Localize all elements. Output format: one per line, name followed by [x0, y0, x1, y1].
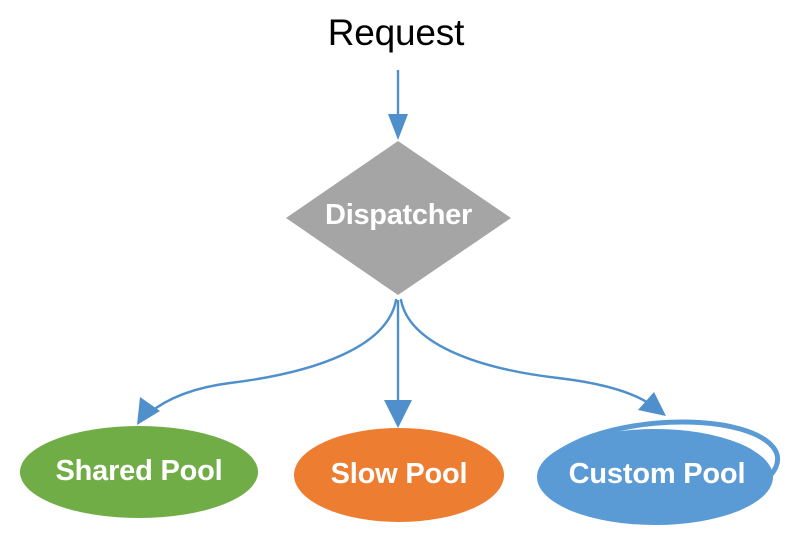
slow-pool-ellipse-shape[interactable]: [294, 428, 504, 522]
arrow-dispatcher-to-slow-pool: [384, 300, 412, 428]
custom-pool-ellipse-shape[interactable]: [537, 429, 773, 525]
dispatcher-diamond-shape[interactable]: [286, 141, 511, 295]
shared-pool-ellipse-shape[interactable]: [20, 426, 258, 518]
arrow-request-to-dispatcher: [388, 70, 408, 140]
arrow-dispatcher-to-custom-pool: [399, 298, 666, 416]
arrow-dispatcher-to-shared-pool: [137, 298, 398, 425]
